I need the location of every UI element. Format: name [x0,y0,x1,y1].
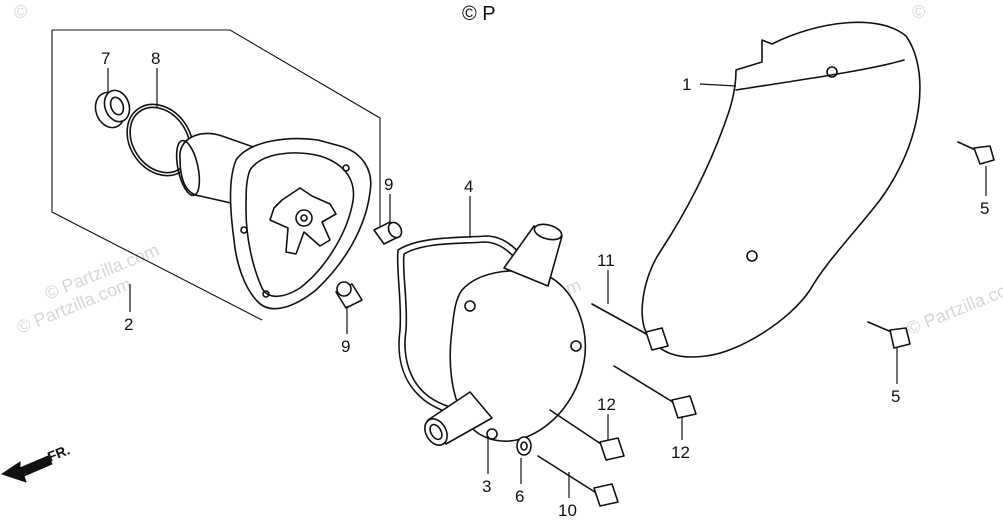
watermark-right: © Partzilla.com [904,275,1003,339]
callout-labels: 7 8 1 2 3 4 5 5 6 9 9 10 11 12 12 [101,49,989,520]
part-7-bearing [94,89,131,129]
callout-1: 1 [682,75,691,94]
callout-10: 10 [558,501,577,520]
part-2-water-pump [175,132,372,310]
part-6-washer [516,436,532,456]
part-3-pump-cover [424,223,587,446]
part-11-bolt [591,303,669,351]
front-direction-arrow: FR. [0,441,72,483]
callout-12-right: 12 [671,443,690,462]
front-direction-label: FR. [45,441,72,464]
callout-9-upper: 9 [384,175,393,194]
callout-8: 8 [151,49,160,68]
front-arrow-icon [0,455,53,483]
watermark-corner-right: © [912,2,925,22]
part-5-bolt-lower [867,321,911,349]
callout-6: 6 [515,487,524,506]
assembly-bracket-2 [51,29,381,321]
part-9-dowel-pin-upper [373,221,403,245]
part-1-cover [641,21,921,358]
callout-7: 7 [101,49,110,68]
part-10-bolt [537,455,619,507]
watermark-corner-left: © [14,2,27,22]
callout-5-lower: 5 [891,387,900,406]
leader-lines [107,68,987,498]
callout-2: 2 [124,315,133,334]
callout-4: 4 [464,177,473,196]
part-12-bolt-lower [549,409,625,461]
watermark-copyright-top: © P [462,3,496,25]
part-9-dowel-pin-lower [335,281,363,309]
callout-9-lower: 9 [341,337,350,356]
callout-5-upper: 5 [980,199,989,218]
part-12-bolt-upper [613,365,697,419]
callout-3: 3 [482,477,491,496]
part-5-bolt-upper [957,141,995,165]
callout-11: 11 [597,251,615,270]
callout-12-left: 12 [597,395,616,414]
